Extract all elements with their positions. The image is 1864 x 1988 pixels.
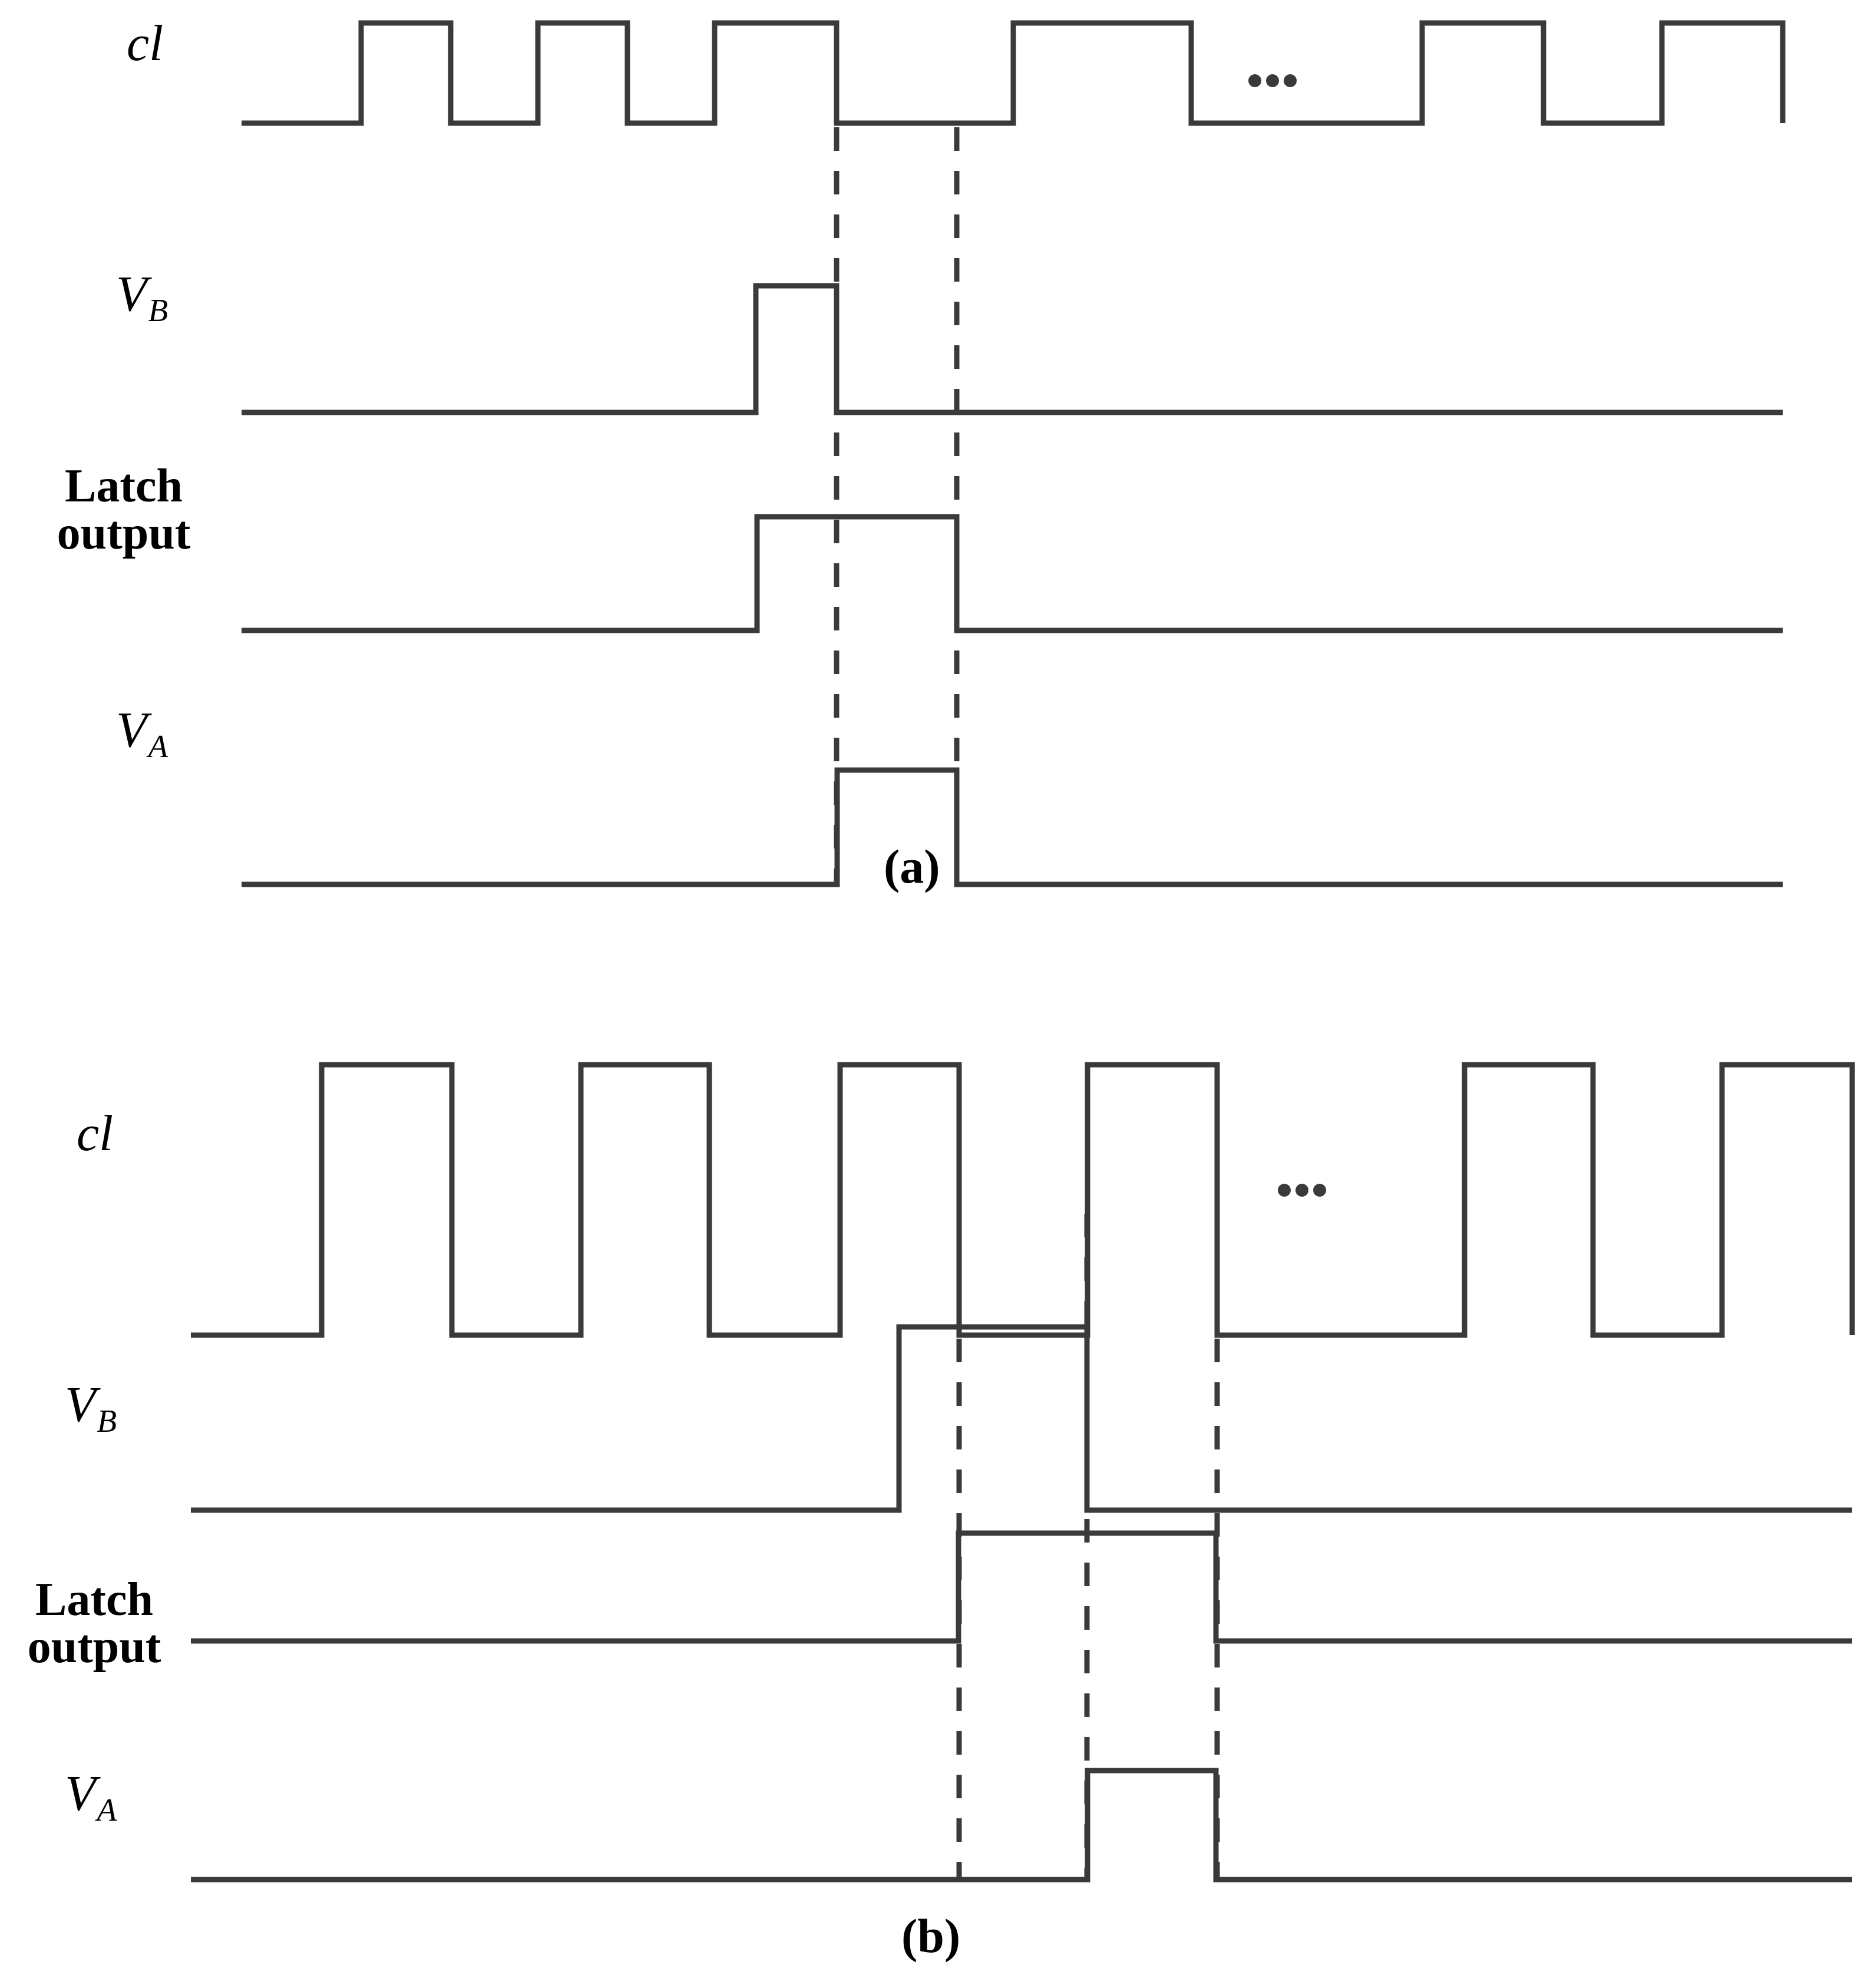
waveform-v-a-b bbox=[191, 1768, 1852, 1883]
waveform-latch-output-b bbox=[191, 1530, 1852, 1644]
vb-label-sub-b: B bbox=[97, 1402, 117, 1439]
signal-label-vb-a: VB bbox=[116, 268, 168, 326]
panel-caption-b: (b) bbox=[901, 1909, 961, 1963]
ellipsis-dot bbox=[1248, 74, 1261, 87]
vb-label-main-a: V bbox=[116, 265, 147, 322]
vb-label-sub-a: B bbox=[148, 292, 168, 328]
ellipsis-dot bbox=[1284, 74, 1297, 87]
ellipsis-dot bbox=[1313, 1184, 1326, 1197]
signal-label-va-a: VA bbox=[116, 704, 168, 762]
ellipsis-dot bbox=[1295, 1184, 1308, 1197]
latch-label-line2-b: output bbox=[27, 1621, 161, 1673]
waveform-v-b-b bbox=[191, 1324, 1852, 1513]
waveform-group-b bbox=[191, 1062, 1855, 1883]
ellipsis-dot bbox=[1278, 1184, 1291, 1197]
va-label-sub-a: A bbox=[148, 728, 168, 764]
ellipsis-dot bbox=[1266, 74, 1279, 87]
ellipsis-icon-b bbox=[1278, 1184, 1326, 1197]
panel-caption-a: (a) bbox=[884, 840, 940, 893]
waveform-latch-output-a bbox=[242, 514, 1783, 633]
signal-label-vb-b: VB bbox=[65, 1379, 117, 1437]
panel-a-waveforms bbox=[242, 20, 1786, 887]
waveform-group-a bbox=[242, 20, 1786, 887]
waveform-cl-b bbox=[191, 1062, 1855, 1338]
signal-label-latch-b: Latch output bbox=[6, 1576, 183, 1670]
latch-label-line1-a: Latch bbox=[65, 460, 183, 512]
ellipsis-icon-a bbox=[1248, 74, 1297, 87]
latch-label-line1-b: Latch bbox=[35, 1574, 153, 1626]
signal-label-cl-a: cl bbox=[127, 15, 164, 71]
signal-label-cl-b: cl bbox=[77, 1105, 114, 1161]
waveform-cl-a bbox=[242, 20, 1786, 126]
latch-label-line2-a: output bbox=[57, 507, 191, 559]
panel-b-waveforms bbox=[191, 1062, 1855, 1883]
signal-label-va-b: VA bbox=[65, 1768, 117, 1826]
va-label-main-a: V bbox=[116, 701, 147, 758]
va-label-sub-b: A bbox=[97, 1791, 117, 1828]
signal-label-latch-a: Latch output bbox=[35, 463, 212, 557]
panel-a: cl VB Latch output VA (a) bbox=[35, 15, 1786, 893]
va-label-main-b: V bbox=[65, 1765, 96, 1821]
panel-b: cl VB Latch output VA (b) bbox=[0, 1002, 1864, 1988]
waveform-v-b-a bbox=[242, 283, 1783, 415]
vb-label-main-b: V bbox=[65, 1376, 96, 1432]
waveform-v-a-a bbox=[242, 767, 1783, 887]
